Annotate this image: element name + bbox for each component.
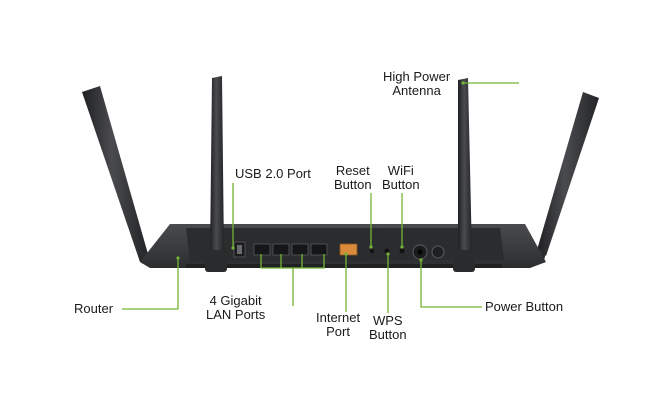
antenna-far-left — [82, 86, 151, 264]
wifi-button-hole — [399, 248, 405, 254]
reset-button-hole — [370, 249, 374, 253]
high-power-antenna-label: High Power Antenna — [383, 70, 450, 98]
reset-label-line-2: Button — [334, 177, 372, 192]
usb-port-label: USB 2.0 Port — [235, 167, 311, 181]
antenna-label-line-1: High Power — [383, 69, 451, 84]
wifi-label-line-2: Button — [382, 177, 420, 192]
wps-button-hole — [384, 248, 390, 254]
wps-label-line-1: WPS — [372, 313, 403, 328]
wps-button-label: WPS Button — [369, 314, 407, 342]
lan-label-line-1: 4 Gigabit — [209, 293, 262, 308]
lan-ports-label: 4 Gigabit LAN Ports — [206, 294, 265, 322]
power-jack — [412, 244, 428, 260]
internet-label-line-2: Port — [326, 324, 350, 339]
usb-label-line-1: USB 2.0 Port — [235, 166, 311, 181]
wps-label-line-2: Button — [369, 327, 407, 342]
lan-ports — [253, 243, 328, 256]
antenna-label-line-2: Antenna — [392, 83, 441, 98]
antenna-inner-left — [205, 76, 227, 272]
reset-button-label: Reset Button — [334, 164, 372, 192]
router-label-line-1: Router — [74, 301, 114, 316]
leader-lines — [122, 81, 519, 313]
lan-label-line-2: LAN Ports — [206, 307, 266, 322]
antenna-far-right — [533, 92, 599, 262]
wifi-button-label: WiFi Button — [382, 164, 420, 192]
reset-label-line-1: Reset — [335, 163, 370, 178]
power-button-label: Power Button — [485, 300, 563, 314]
internet-port — [339, 243, 358, 256]
internet-label-line-1: Internet — [316, 310, 361, 325]
internet-port-label: Internet Port — [316, 311, 360, 339]
power-button-knob — [431, 245, 445, 259]
router-label: Router — [74, 302, 113, 316]
wifi-label-line-1: WiFi — [387, 163, 414, 178]
usb-port — [233, 241, 246, 258]
power-label-line-1: Power Button — [485, 299, 564, 314]
antenna-inner-right — [453, 78, 475, 272]
